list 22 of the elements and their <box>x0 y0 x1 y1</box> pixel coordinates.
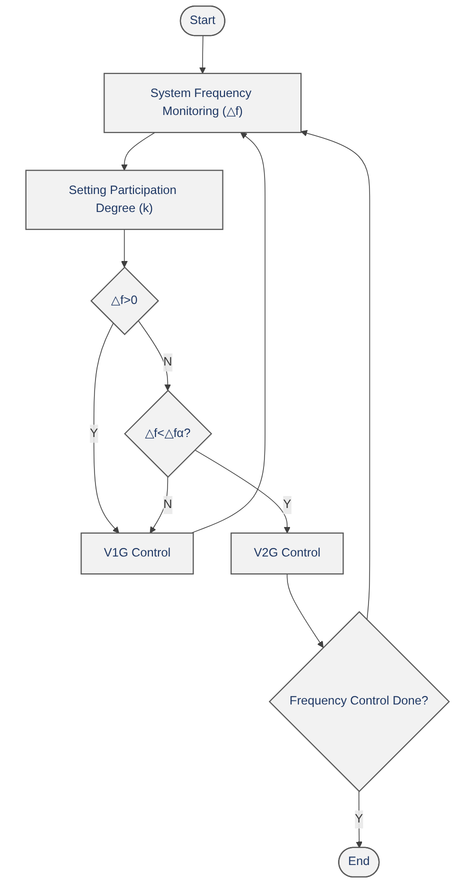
arrow <box>300 130 370 620</box>
edge-label: N <box>163 498 172 512</box>
node-box: V1G Control <box>80 532 194 574</box>
arrow <box>138 320 172 391</box>
node-diamond: Frequency Control Done? <box>268 611 450 792</box>
arrow <box>190 132 266 534</box>
node-box: V2G Control <box>230 532 344 574</box>
arrow <box>121 229 128 268</box>
edge-label: N <box>163 356 172 368</box>
edge-label: Y <box>283 498 292 512</box>
arrow <box>199 36 206 74</box>
edge-label: Y <box>354 812 363 826</box>
node-box: Setting Participation Degree (k) <box>25 170 224 230</box>
arrow <box>286 574 324 648</box>
arrow <box>93 322 120 534</box>
node-diamond: △f>0 <box>90 266 160 336</box>
arrow <box>121 132 156 171</box>
node-diamond: △f<△fα? <box>124 390 212 478</box>
edge-label: Y <box>90 426 98 440</box>
arrow <box>194 450 290 534</box>
arrow <box>356 791 363 848</box>
node-box: System Frequency Monitoring (△f) <box>104 72 302 134</box>
